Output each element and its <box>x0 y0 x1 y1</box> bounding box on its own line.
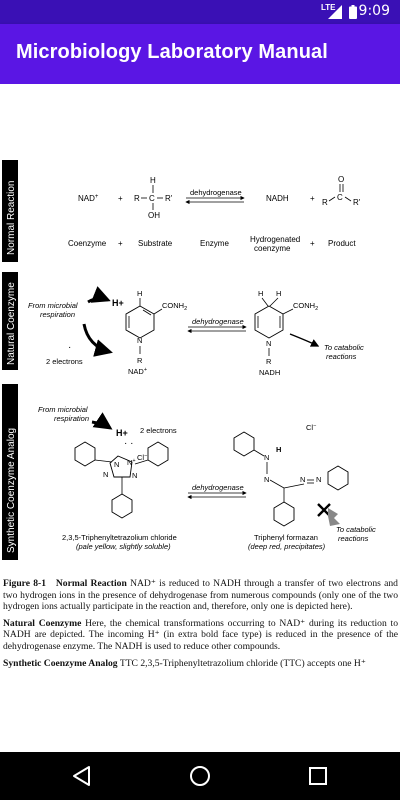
from-microbial-2: From microbial <box>38 405 88 414</box>
formazan-h: H <box>276 445 281 454</box>
nadh-ring-n: N <box>266 339 271 348</box>
recents-icon[interactable] <box>306 764 330 788</box>
app-bar: Microbiology Laboratory Manual <box>0 24 400 84</box>
respiration: respiration <box>40 310 75 319</box>
ttc-cl: Cl− <box>137 453 147 462</box>
nadh-h-left: H <box>258 289 263 298</box>
formazan-n-c: N <box>300 475 305 484</box>
caption-paragraph-2: Natural Coenzyme Here, the chemical tran… <box>3 618 398 653</box>
caption-paragraph-1: Figure 8-1 Normal Reaction NAD⁺ is reduc… <box>3 578 398 613</box>
product-o: O <box>338 175 344 184</box>
row-hydrogenated: Hydrogenated <box>250 235 300 244</box>
two-electrons-2: 2 electrons <box>140 426 177 435</box>
conh2-b: CONH2 <box>293 301 318 312</box>
signal-icon <box>328 5 342 19</box>
product-c: C <box>337 193 343 202</box>
ttc-name: 2,3,5-Triphenyltetrazolium chloride <box>62 533 177 542</box>
caption-text-3: TTC 2,3,5-Triphenyltetrazolium chloride … <box>119 657 366 669</box>
clock: 9:09 <box>358 3 390 19</box>
navigation-bar <box>0 752 400 800</box>
plus-sign: + <box>310 194 315 203</box>
blocked-arrow <box>317 503 340 526</box>
to-catabolic: To catabolic <box>324 343 364 352</box>
h-plus-2: H+ <box>116 428 128 438</box>
caption-heading-3: Synthetic Coenzyme Analog <box>3 657 118 669</box>
ttc-n4: N <box>132 471 137 480</box>
formazan-cl: Cl− <box>306 423 316 432</box>
network-type: LTE <box>321 3 336 12</box>
side-bar-normal: Normal Reaction <box>2 160 18 262</box>
product-r: R <box>322 198 328 207</box>
side-label-synthetic: Synthetic Coenzyme Analog <box>6 428 17 553</box>
substrate-oh: OH <box>148 211 160 220</box>
normal-reaction: NAD+ + H R C R' OH dehydrogenase NADH + … <box>68 175 361 253</box>
caption-text-1: NAD⁺ is reduced to NADH through a transf… <box>3 578 398 613</box>
nadh-label: NADH <box>266 194 289 203</box>
row-enzyme: Enzyme <box>200 239 229 248</box>
electron-dots-2: · · <box>124 438 133 449</box>
nad-plus: NAD+ <box>128 367 147 376</box>
ring-h: H <box>137 289 142 298</box>
side-bar-natural: Natural Coenzyme <box>2 272 18 370</box>
row-plus: + <box>118 239 123 248</box>
figure-number: Figure 8-1 <box>3 578 47 589</box>
enzyme-label-synthetic: dehydrogenase <box>192 483 244 492</box>
nad-label: NAD+ <box>78 194 99 203</box>
formazan-n-a: N <box>264 453 269 462</box>
substrate-r: R <box>134 194 140 203</box>
nadh-h-right: H <box>276 289 281 298</box>
caption-paragraph-3: Synthetic Coenzyme Analog TTC 2,3,5-Trip… <box>3 658 398 670</box>
ring-r: R <box>137 356 143 365</box>
page-title: Microbiology Laboratory Manual <box>16 41 328 63</box>
plus-sign: + <box>118 194 123 203</box>
ttc-n3: N <box>103 470 108 479</box>
row-plus: + <box>310 239 315 248</box>
substrate-c: C <box>149 194 155 203</box>
nadh-name: NADH <box>259 368 280 377</box>
status-bar: LTE 9:09 <box>0 0 400 24</box>
respiration-2: respiration <box>54 414 89 423</box>
natural-coenzyme: From microbial respiration H+ 2 electron… <box>28 286 364 377</box>
to-catabolic-2: To catabolic <box>336 525 376 534</box>
side-label-natural: Natural Coenzyme <box>6 282 17 365</box>
product-r-prime: R' <box>353 198 361 207</box>
ttc-n1: N <box>114 460 119 469</box>
synthetic-coenzyme: From microbial respiration H+ 2 electron… <box>38 405 376 551</box>
ttc-n2: N+ <box>127 458 136 467</box>
figure-caption: Figure 8-1 Normal Reaction NAD⁺ is reduc… <box>3 578 398 674</box>
formazan-n-d: N <box>316 475 321 484</box>
formazan-note: (deep red, precipitates) <box>248 542 326 551</box>
back-icon[interactable] <box>70 764 94 788</box>
formazan-name: Triphenyl formazan <box>254 533 318 542</box>
formazan-n-b: N <box>264 475 269 484</box>
figure-8-1: Normal Reaction Natural Coenzyme Synthet… <box>2 160 376 560</box>
caption-heading-2: Natural Coenzyme <box>3 617 82 629</box>
enzyme-label-normal: dehydrogenase <box>190 188 242 197</box>
side-label-normal: Normal Reaction <box>6 181 17 255</box>
from-microbial: From microbial <box>28 301 78 310</box>
side-bar-synthetic: Synthetic Coenzyme Analog <box>2 384 18 560</box>
catabolic-reactions: reactions <box>326 352 357 361</box>
row-product: Product <box>328 239 356 248</box>
caption-text-2: Here, the chemical transformations occur… <box>3 617 398 652</box>
h-plus: H+ <box>112 298 124 308</box>
row-coenzyme-2: coenzyme <box>254 244 291 253</box>
enzyme-label-natural: dehydrogenase <box>192 317 244 326</box>
conh2: CONH2 <box>162 301 187 312</box>
ttc-note: (pale yellow, slightly soluble) <box>76 542 171 551</box>
ring-n: N <box>137 336 142 345</box>
substrate-r-prime: R' <box>165 194 173 203</box>
catabolic-reactions-2: reactions <box>338 534 369 543</box>
nadh-ring-r: R <box>266 357 272 366</box>
battery-icon <box>349 5 357 19</box>
substrate-h: H <box>150 176 156 185</box>
home-icon[interactable] <box>188 764 212 788</box>
caption-heading-1: Normal Reaction <box>55 578 127 589</box>
row-substrate: Substrate <box>138 239 173 248</box>
document-view[interactable]: Normal Reaction Natural Coenzyme Synthet… <box>0 84 400 752</box>
row-coenzyme: Coenzyme <box>68 239 107 248</box>
two-electrons: 2 electrons <box>46 357 83 366</box>
electron-dots: · <box>68 342 71 353</box>
